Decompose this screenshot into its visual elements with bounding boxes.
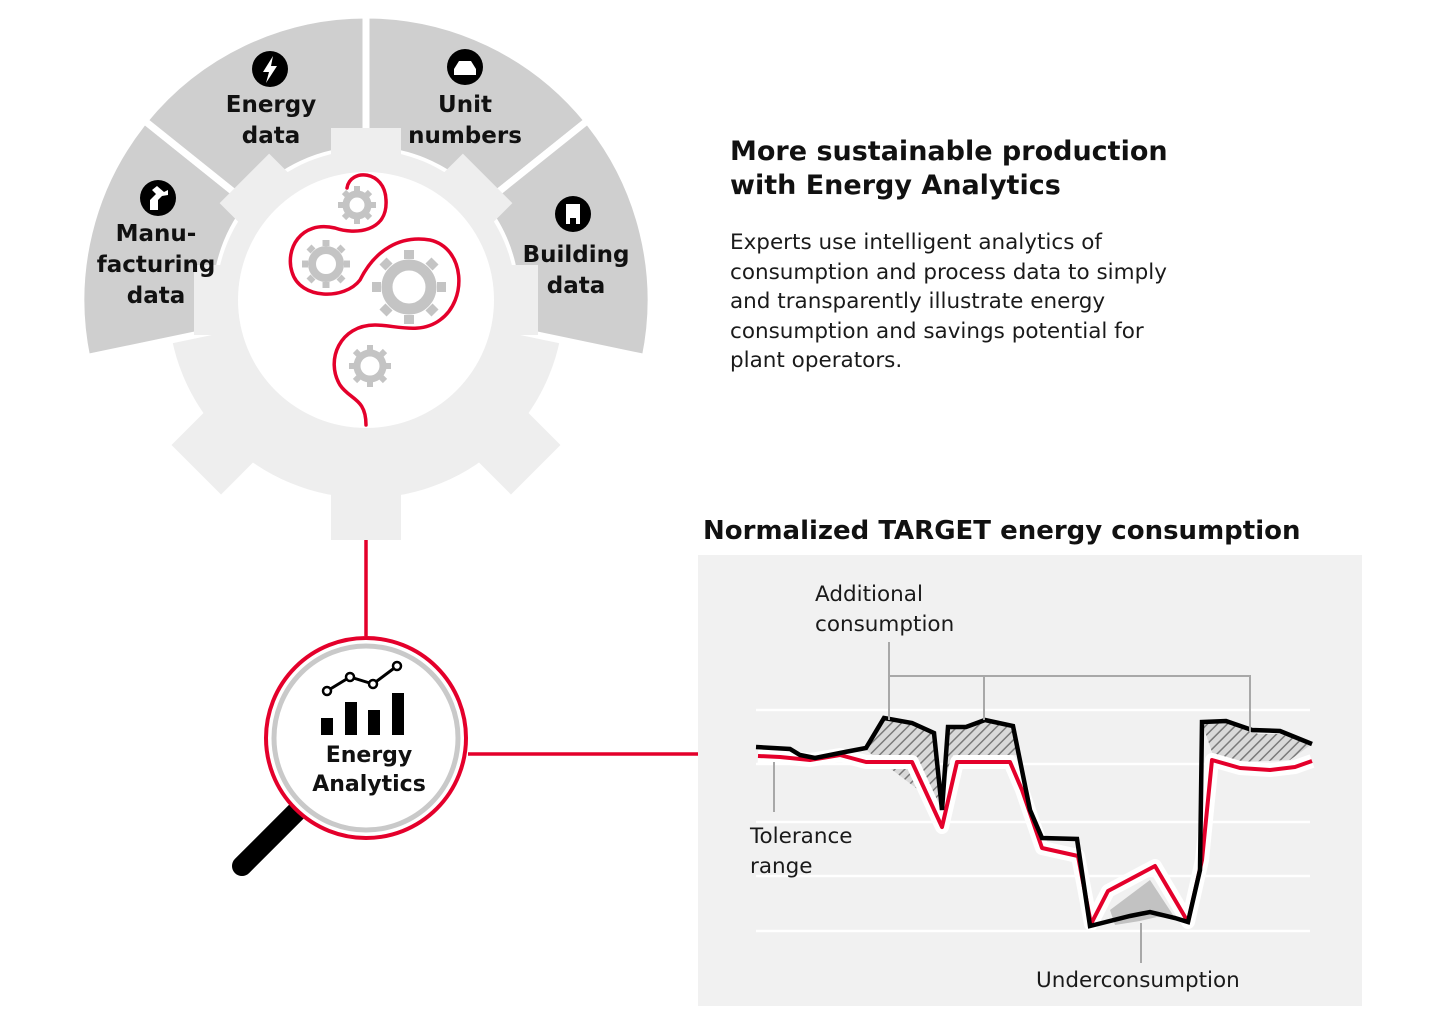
paragraph-line: consumption and process data to simply: [730, 259, 1167, 285]
actual-consumption-line: [755, 715, 1313, 929]
headline-line: More sustainable production: [730, 136, 1168, 167]
annotation-line: range: [750, 853, 813, 879]
car-icon: [447, 49, 483, 85]
paragraph-line: consumption and savings potential for: [730, 318, 1144, 344]
magnifier-chart-icon: [232, 636, 468, 876]
label-line: numbers: [408, 123, 522, 149]
chart-panel: [698, 555, 1362, 1006]
annotation-underconsumption: Underconsumption: [1036, 968, 1240, 993]
additional-consumption-area: [866, 718, 1312, 810]
label-line: facturing: [96, 252, 216, 278]
paragraph-line: and transparently illustrate energy: [730, 289, 1106, 314]
process-flow-line: [288, 173, 461, 427]
label-line: Unit: [438, 92, 492, 118]
annotation-tolerance-range: Tolerance range: [750, 822, 853, 881]
label-line: Analytics: [312, 772, 426, 797]
segment-label-building: Building data: [515, 240, 637, 302]
segment-label-manufacturing: Manu- facturing data: [96, 219, 216, 312]
chart-title: Normalized TARGET energy consumption: [703, 516, 1301, 546]
annotation-additional-consumption: Additional consumption: [815, 580, 954, 639]
label-line: Manu-: [115, 221, 197, 247]
segment-unit-numbers: [362, 11, 593, 210]
label-line: Energy: [325, 743, 413, 768]
energy-analytics-label: Energy Analytics: [296, 741, 442, 799]
annotation-line: Tolerance: [750, 824, 853, 849]
industrial-robot-icon: [140, 180, 176, 216]
segment-label-unit-numbers: Unit numbers: [401, 90, 529, 152]
gears-process-icon: [302, 186, 446, 387]
paragraph-line: plant operators.: [730, 348, 903, 373]
segment-label-energy: Energy data: [211, 90, 331, 152]
headline-line: with Energy Analytics: [730, 170, 1061, 201]
label-line: Energy: [225, 92, 317, 118]
label-line: data: [546, 273, 606, 299]
building-icon: [555, 196, 591, 232]
intro-paragraph: Experts use intelligent analytics of con…: [730, 228, 1220, 376]
annotation-line: consumption: [815, 611, 955, 637]
annotation-leaders: [773, 642, 1251, 963]
annotation-line: Additional: [815, 582, 923, 607]
paragraph-line: Experts use intelligent analytics of: [730, 230, 1102, 255]
target-line: [757, 753, 1313, 926]
label-line: data: [126, 283, 186, 309]
label-line: data: [241, 123, 301, 149]
headline: More sustainable production with Energy …: [730, 135, 1250, 203]
label-line: Building: [522, 242, 630, 268]
lightning-bolt-icon: [252, 51, 288, 87]
